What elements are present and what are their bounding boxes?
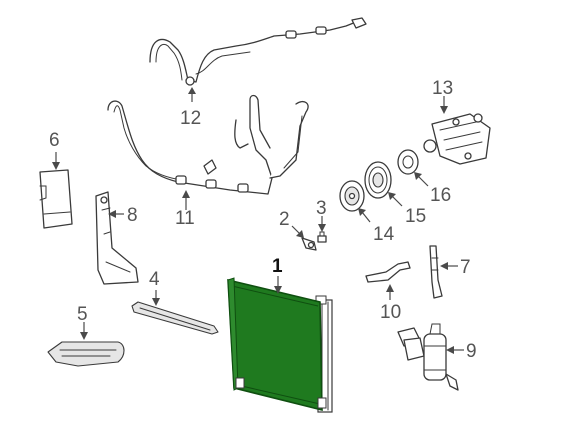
callout-13: 13 — [432, 78, 453, 99]
part-5-lower-seal[interactable] — [47, 341, 125, 367]
leader-9-arrow — [446, 346, 454, 354]
leader-14 — [361, 211, 371, 223]
callout-16: 16 — [430, 185, 451, 206]
part-15-pulley[interactable] — [364, 161, 392, 199]
part-8-bracket[interactable] — [95, 191, 139, 285]
callout-3: 3 — [316, 198, 327, 219]
part-9-accumulator[interactable] — [397, 323, 459, 391]
callout-7: 7 — [460, 257, 471, 278]
part-2-valve[interactable] — [301, 237, 317, 251]
part-4-seal[interactable] — [131, 301, 219, 335]
callout-2: 2 — [279, 209, 290, 230]
leader-15-arrow — [388, 192, 396, 200]
leader-2 — [291, 225, 301, 235]
leader-4-arrow — [152, 298, 160, 306]
callout-11: 11 — [175, 208, 195, 229]
callout-5: 5 — [77, 304, 88, 325]
callout-15: 15 — [405, 206, 426, 227]
leader-2-arrow — [296, 230, 304, 238]
part-10-line[interactable] — [365, 261, 411, 283]
leader-5-arrow — [80, 332, 88, 340]
part-7-pressure-switch[interactable] — [429, 245, 443, 299]
leader-7-arrow — [440, 262, 448, 270]
leader-3-arrow — [318, 224, 326, 232]
leader-15 — [391, 195, 403, 207]
part-1-condenser[interactable] — [227, 277, 333, 413]
leader-13-arrow — [440, 106, 448, 114]
callout-8: 8 — [127, 205, 138, 226]
part-16-coil[interactable] — [397, 149, 419, 175]
part-6-shield[interactable] — [39, 169, 73, 229]
leader-16-arrow — [414, 172, 422, 180]
callout-10: 10 — [380, 302, 401, 323]
part-11-liquid-line[interactable] — [107, 94, 309, 195]
leader-16 — [417, 175, 429, 187]
part-3-cap[interactable] — [317, 231, 327, 243]
leader-11-arrow — [182, 190, 190, 198]
leader-8-arrow — [108, 210, 116, 218]
callout-12: 12 — [180, 108, 201, 129]
leader-14-arrow — [358, 208, 366, 216]
part-12-discharge-hose[interactable] — [149, 17, 367, 86]
leader-6-arrow — [52, 162, 60, 170]
callout-9: 9 — [466, 341, 477, 362]
leader-1-arrow — [274, 286, 282, 294]
callout-6: 6 — [49, 130, 60, 151]
leader-12-arrow — [188, 87, 196, 94]
callout-4: 4 — [149, 269, 160, 290]
leader-10-arrow — [386, 284, 394, 292]
callout-14: 14 — [373, 224, 395, 245]
callout-1: 1 — [272, 256, 283, 277]
part-14-clutch-plate[interactable] — [339, 180, 365, 212]
part-13-compressor[interactable] — [423, 113, 491, 165]
